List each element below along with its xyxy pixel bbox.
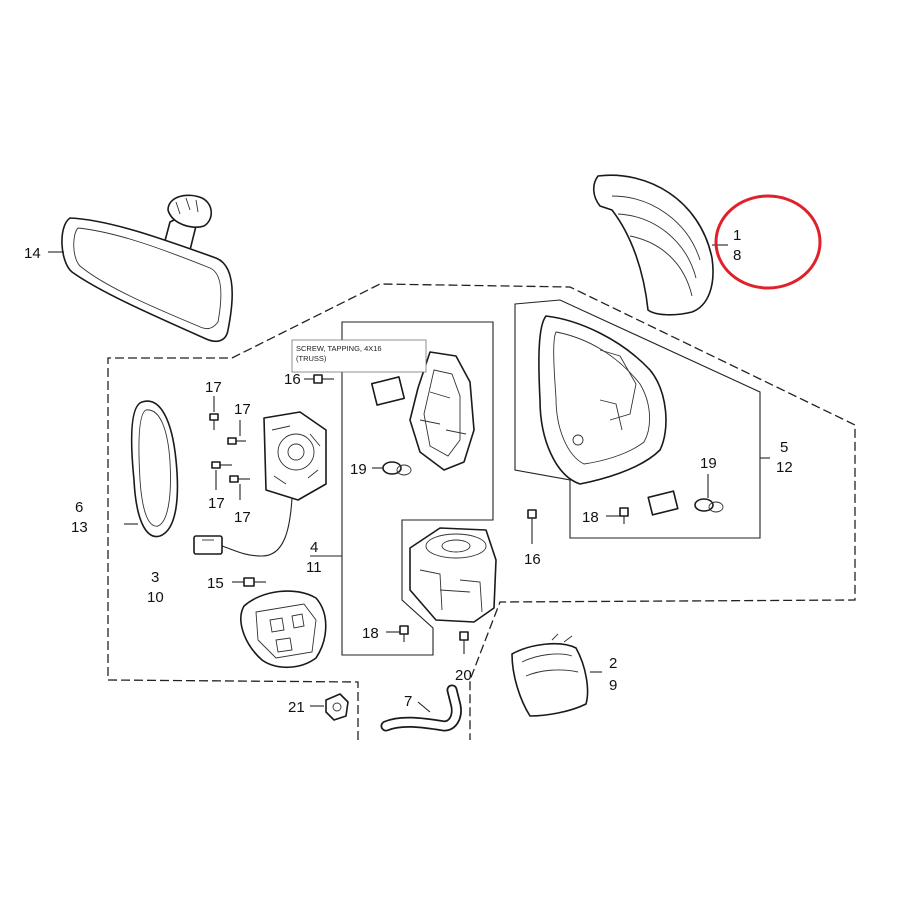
screw-18-b — [606, 507, 629, 524]
callout-14: 14 — [24, 245, 41, 262]
callout-19-b: 19 — [700, 455, 717, 472]
screw-17-b — [227, 420, 246, 445]
callout-4: 4 — [310, 539, 318, 556]
callout-17-a: 17 — [205, 379, 222, 396]
callout-8: 8 — [733, 247, 741, 264]
callout-18-a: 18 — [362, 625, 379, 642]
screw-16-top — [304, 374, 334, 384]
callout-20: 20 — [455, 667, 472, 684]
callout-18-b: 18 — [582, 509, 599, 526]
screw-17-a — [209, 396, 219, 430]
lower-cover-part — [511, 633, 602, 717]
callout-3: 3 — [151, 569, 159, 586]
callout-19-a: 19 — [350, 461, 367, 478]
callout-16-top: 16 — [284, 371, 301, 388]
outline-group-6-13 — [107, 283, 856, 740]
callout-12: 12 — [776, 459, 793, 476]
screw-16-bottom — [527, 509, 537, 544]
callout-17-c: 17 — [208, 495, 225, 512]
screw-17-d — [229, 475, 250, 500]
pivot-unit-part — [409, 527, 497, 623]
screw-15 — [232, 577, 266, 587]
mirror-base-plate-part — [240, 590, 327, 669]
clip-19-a — [372, 461, 412, 476]
callout-7: 7 — [404, 693, 412, 710]
callout-21: 21 — [288, 699, 305, 716]
callout-2: 2 — [609, 655, 617, 672]
screw-20 — [459, 631, 469, 654]
mirror-cover-part — [592, 174, 728, 316]
callout-17-b: 17 — [234, 401, 251, 418]
screw-17-c — [211, 461, 232, 490]
nut-part — [310, 693, 349, 721]
screw-18-a — [386, 625, 409, 642]
callout-15: 15 — [207, 575, 224, 592]
mirror-base-frame-part — [370, 351, 475, 471]
callout-5: 5 — [780, 439, 788, 456]
tooltip-line2: (TRUSS) — [296, 354, 327, 363]
outline-group-4-11 — [341, 321, 494, 656]
callout-9: 9 — [609, 677, 617, 694]
clip-19-b — [694, 474, 724, 513]
tooltip-line1: SCREW, TAPPING, 4X16 — [296, 344, 382, 353]
callout-16-bottom: 16 — [524, 551, 541, 568]
hose-part — [380, 684, 462, 732]
callout-1: 1 — [733, 227, 741, 244]
callout-10: 10 — [147, 589, 164, 606]
callout-13: 13 — [71, 519, 88, 536]
callout-11: 11 — [306, 559, 322, 576]
mirror-actuator-part — [193, 411, 327, 557]
outline-group-5-12 — [514, 299, 761, 539]
callout-6: 6 — [75, 499, 83, 516]
part-tooltip: SCREW, TAPPING, 4X16 (TRUSS) — [291, 339, 427, 373]
mirror-housing-part — [538, 315, 679, 516]
rear-view-mirror-part — [48, 194, 233, 343]
highlight-circle — [714, 194, 822, 290]
callout-17-d: 17 — [234, 509, 251, 526]
mirror-glass-part — [124, 400, 179, 538]
